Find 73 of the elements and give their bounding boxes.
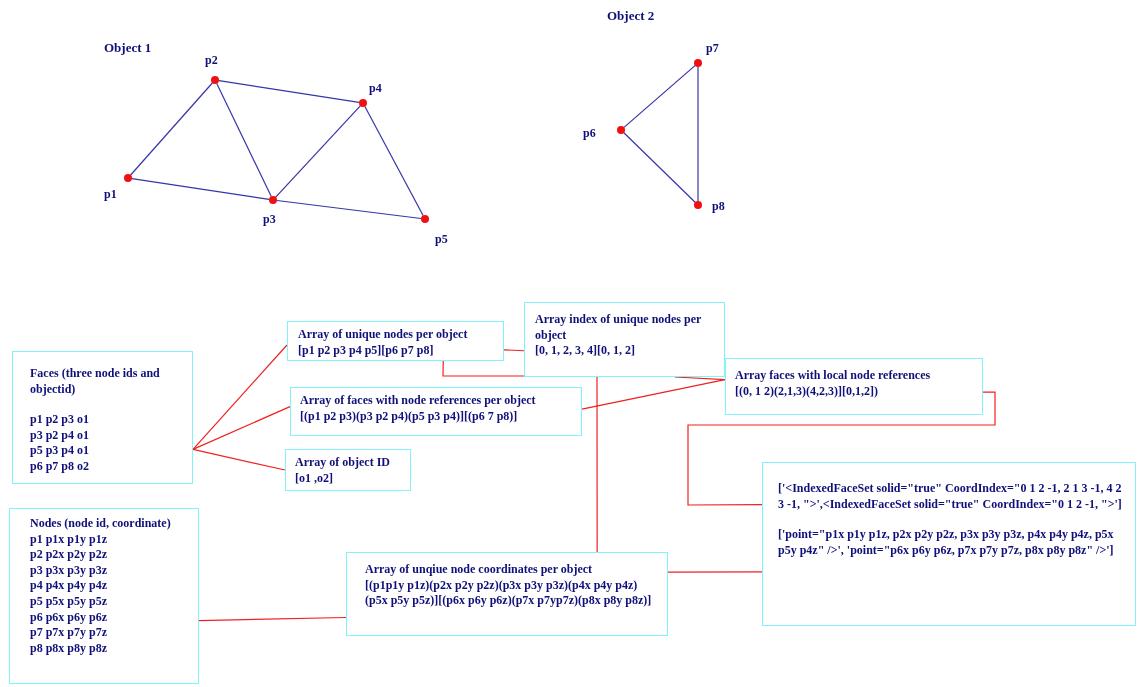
box-text: p3 p2 p4 o1: [30, 427, 91, 444]
vertex-point: [211, 76, 219, 84]
point-label: p4: [369, 81, 382, 96]
box-text: p8 p8x p8y p8z: [30, 640, 109, 657]
vertex-point: [269, 196, 277, 204]
mesh-edge: [623, 65, 696, 128]
connector-line: [667, 571, 763, 573]
box-text: p1 p1x p1y p1z: [30, 531, 109, 548]
point-label: p5: [435, 232, 448, 247]
text-box: [12, 351, 193, 484]
connector-line: [192, 344, 288, 451]
box-text: [o1 ,o2]: [295, 470, 334, 487]
box-heading: Array faces with local node references: [735, 368, 932, 384]
point-label: p7: [706, 41, 719, 56]
box-heading: Array of faces with node references per object: [300, 393, 537, 409]
text-box: [762, 462, 1136, 626]
box-heading: Array index of unique nodes per object: [535, 312, 703, 344]
point-label: p2: [205, 53, 218, 68]
box-text: p7 p7x p7y p7z: [30, 625, 109, 641]
mesh-edge: [130, 82, 213, 176]
vertex-point: [421, 215, 429, 223]
mesh-edge: [623, 132, 696, 203]
box-text: [(p1 p2 p3)(p3 p2 p4)(p5 p3 p4)][(p6 7 p8)]: [300, 408, 519, 425]
box-text: [(p1p1y p1z)(p2x p2y p2z)(p3x p3y p3z)(p4x p4y p4z)(p5x p5y p5z)][(p6x p6y p6z)(p7x p7yp7z)(p8x p8y p8z)]: [365, 577, 653, 609]
text-box: [287, 321, 504, 361]
box-heading: Array of unique nodes per object: [298, 327, 469, 343]
mesh-edge: [216, 83, 272, 197]
box-text: p6 p6x p6y p6z: [30, 609, 109, 626]
connector-line: [198, 616, 347, 622]
mesh-edge: [218, 80, 360, 103]
connector-line: [192, 406, 291, 451]
mesh-edge: [697, 66, 699, 202]
vertex-point: [359, 99, 367, 107]
text-box: [9, 508, 199, 684]
connector-line: [581, 379, 726, 410]
connector-line: [687, 391, 996, 506]
point-label: p8: [712, 199, 725, 214]
box-text: [(0, 1 2)(2,1,3)(4,2,3)][0,1,2]): [735, 383, 879, 400]
box-text: p4 p4x p4y p4z: [30, 578, 109, 594]
text-box: [725, 358, 983, 415]
box-heading: Array of unqiue node coordinates per object: [365, 562, 594, 578]
mesh-edge: [276, 199, 422, 220]
text-box: [290, 387, 582, 436]
mesh-edge: [364, 105, 424, 217]
box-text: p1 p2 p3 o1: [30, 412, 91, 428]
box-text: [0, 1, 2, 3, 4][0, 1, 2]: [535, 343, 636, 359]
box-text: p5 p3 p4 o1: [30, 443, 91, 459]
box-text: [p1 p2 p3 p4 p5][p6 p7 p8]: [298, 342, 435, 359]
mesh-edge: [275, 105, 361, 198]
vertex-point: [124, 174, 132, 182]
box-text: p3 p3x p3y p3z: [30, 562, 109, 579]
vertex-point: [617, 126, 625, 134]
vertex-point: [694, 59, 702, 67]
point-label: p6: [583, 126, 596, 141]
mesh-edge: [131, 178, 270, 200]
vertex-point: [694, 201, 702, 209]
box-heading: Nodes (node id, coordinate): [30, 516, 172, 532]
box-heading: Array of object ID: [295, 455, 391, 471]
text-box: [346, 552, 668, 636]
text-box: [524, 302, 725, 377]
box-text: p6 p7 p8 o2: [30, 458, 91, 475]
object-title: Object 1: [104, 40, 152, 56]
connector-line: [192, 448, 286, 471]
box-text: p5 p5x p5y p5z: [30, 593, 109, 610]
box-text: ['point="p1x p1y p1z, p2x p2y p2z, p3x p3y p3z, p4x p4y p4z, p5x p5y p4z" />', 'point="p6x p6y p6z, p7x p7y p7z, p8x p8y p8z" />']: [778, 527, 1115, 559]
point-label: p3: [263, 212, 276, 227]
box-heading: Faces (three node ids and objectid): [30, 366, 161, 398]
connector-line: [503, 349, 525, 352]
text-box: [285, 449, 411, 491]
box-text: p2 p2x p2y p2z: [30, 547, 109, 563]
point-label: p1: [104, 187, 117, 202]
box-heading: ['<IndexedFaceSet solid="true" CoordIndex="0 1 2 -1, 2 1 3 -1, 4 2 3 -1, ">',<IndexedFaceSet solid="true" CoordIndex="0 1 2 -1, ">']: [778, 481, 1123, 513]
object-title: Object 2: [607, 8, 655, 24]
